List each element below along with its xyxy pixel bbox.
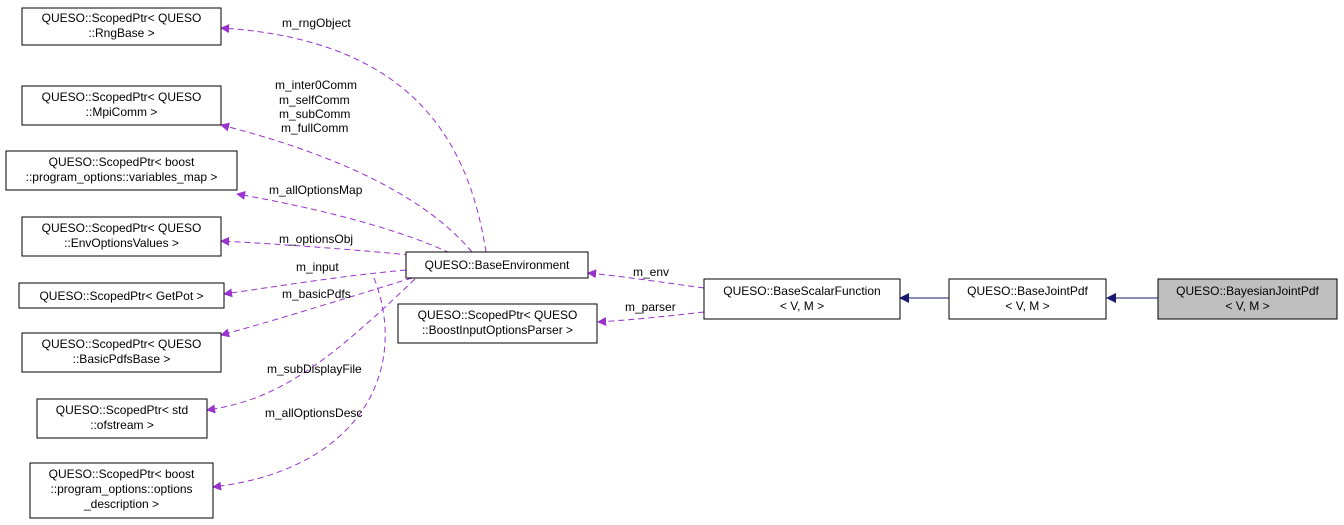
node-label-line-1: QUESO::ScopedPtr< QUESO (42, 337, 202, 351)
edge-label-basicpdfs: m_basicPdfs (282, 287, 351, 301)
node-box (29, 462, 214, 519)
node-label-line-1: QUESO::BaseScalarFunction (723, 284, 880, 298)
node-box (18, 282, 225, 309)
node-label-line-1: QUESO::ScopedPtr< QUESO (42, 221, 202, 235)
node-label-line-1: QUESO::ScopedPtr< GetPot > (39, 289, 203, 303)
usage-edges (206, 24, 705, 491)
node-box (21, 332, 222, 373)
node-bayesianjointpdf[interactable]: QUESO::BayesianJointPdf < V, M > (1157, 278, 1338, 320)
edge-label-varmap: m_allOptionsMap (269, 183, 363, 197)
node-scopedptr-basicpdfsbase[interactable]: QUESO::ScopedPtr< QUESO ::BasicPdfsBase … (21, 332, 222, 373)
edge-parser (597, 311, 705, 326)
node-box (36, 398, 208, 439)
edge-labels: m_rngObject m_inter0Comm m_selfComm m_su… (265, 16, 676, 420)
node-label-line-1: QUESO::BayesianJointPdf (1176, 284, 1319, 298)
edge-label-envopts: m_optionsObj (279, 232, 353, 246)
edge-label-env: m_env (633, 265, 669, 279)
node-label-line-1: QUESO::BaseEnvironment (425, 258, 570, 272)
node-basescalarfunction[interactable]: QUESO::BaseScalarFunction < V, M > (703, 278, 901, 320)
node-scopedptr-envoptionsvalues[interactable]: QUESO::ScopedPtr< QUESO ::EnvOptionsValu… (21, 216, 222, 257)
edge-label-optdesc: m_allOptionsDesc (265, 406, 362, 420)
edge-label-getpot: m_input (296, 260, 339, 274)
edge-label-rng: m_rngObject (282, 16, 351, 30)
edge-varmap (236, 190, 451, 254)
edge-label-mpi-2: m_selfComm (279, 93, 350, 107)
edge-rng (220, 24, 487, 253)
node-scopedptr-variables-map[interactable]: QUESO::ScopedPtr< boost ::program_option… (5, 150, 238, 191)
edge-label-ofstream: m_subDisplayFile (267, 362, 362, 376)
node-scopedptr-options-description[interactable]: QUESO::ScopedPtr< boost ::program_option… (29, 462, 214, 519)
node-label-line-2: ::EnvOptionsValues > (64, 236, 179, 250)
node-label-line-1: QUESO::ScopedPtr< boost (49, 467, 195, 481)
edge-mpi (220, 122, 473, 253)
edge-label-parser: m_parser (625, 300, 676, 314)
node-label-line-1: QUESO::ScopedPtr< QUESO (42, 11, 202, 25)
node-baseenvironment[interactable]: QUESO::BaseEnvironment (405, 251, 589, 279)
node-label-line-1: QUESO::ScopedPtr< QUESO (418, 308, 578, 322)
node-box (21, 216, 222, 257)
edge-label-mpi-1: m_inter0Comm (275, 78, 357, 92)
node-label-line-2: ::program_options::variables_map > (26, 170, 218, 184)
node-box (948, 278, 1107, 320)
node-label-line-2: ::BasicPdfsBase > (73, 352, 171, 366)
node-label-line-2: < V, M > (780, 299, 824, 313)
node-scopedptr-ofstream[interactable]: QUESO::ScopedPtr< std ::ofstream > (36, 398, 208, 439)
node-scopedptr-mpicomm[interactable]: QUESO::ScopedPtr< QUESO ::MpiComm > (21, 85, 222, 126)
node-box (397, 303, 598, 344)
edge-ofstream (206, 278, 416, 414)
node-label-line-2: ::BoostInputOptionsParser > (422, 323, 573, 337)
node-label-line-2: ::MpiComm > (86, 105, 158, 119)
node-scopedptr-boostinputoptionsparser[interactable]: QUESO::ScopedPtr< QUESO ::BoostInputOpti… (397, 303, 598, 344)
edge-label-mpi-3: m_subComm (279, 107, 350, 121)
node-box (21, 7, 222, 46)
node-label-line-2: ::program_options::options (50, 482, 192, 496)
node-box (703, 278, 901, 320)
node-box (5, 150, 238, 191)
edge-getpot (223, 269, 407, 298)
edge-label-mpi-4: m_fullComm (281, 121, 348, 135)
node-label-line-1: QUESO::BaseJointPdf (967, 284, 1088, 298)
node-label-line-1: QUESO::ScopedPtr< std (56, 403, 188, 417)
edge-optdesc (212, 277, 386, 491)
node-label-line-2: < V, M > (1005, 299, 1049, 313)
node-basejointpdf[interactable]: QUESO::BaseJointPdf < V, M > (948, 278, 1107, 320)
edge-env (587, 269, 705, 289)
node-label-line-2: ::RngBase > (88, 26, 154, 40)
node-label-line-1: QUESO::ScopedPtr< QUESO (42, 90, 202, 104)
node-box (1157, 278, 1338, 320)
edge-envopts (220, 236, 421, 257)
node-box (405, 251, 589, 279)
node-scopedptr-getpot[interactable]: QUESO::ScopedPtr< GetPot > (18, 282, 225, 309)
node-scopedptr-rngbase[interactable]: QUESO::ScopedPtr< QUESO ::RngBase > (21, 7, 222, 46)
node-label-line-3: _description > (83, 497, 159, 511)
node-label-line-2: ::ofstream > (90, 418, 154, 432)
node-label-line-2: < V, M > (1225, 299, 1269, 313)
node-label-line-1: QUESO::ScopedPtr< boost (49, 155, 195, 169)
node-box (21, 85, 222, 126)
